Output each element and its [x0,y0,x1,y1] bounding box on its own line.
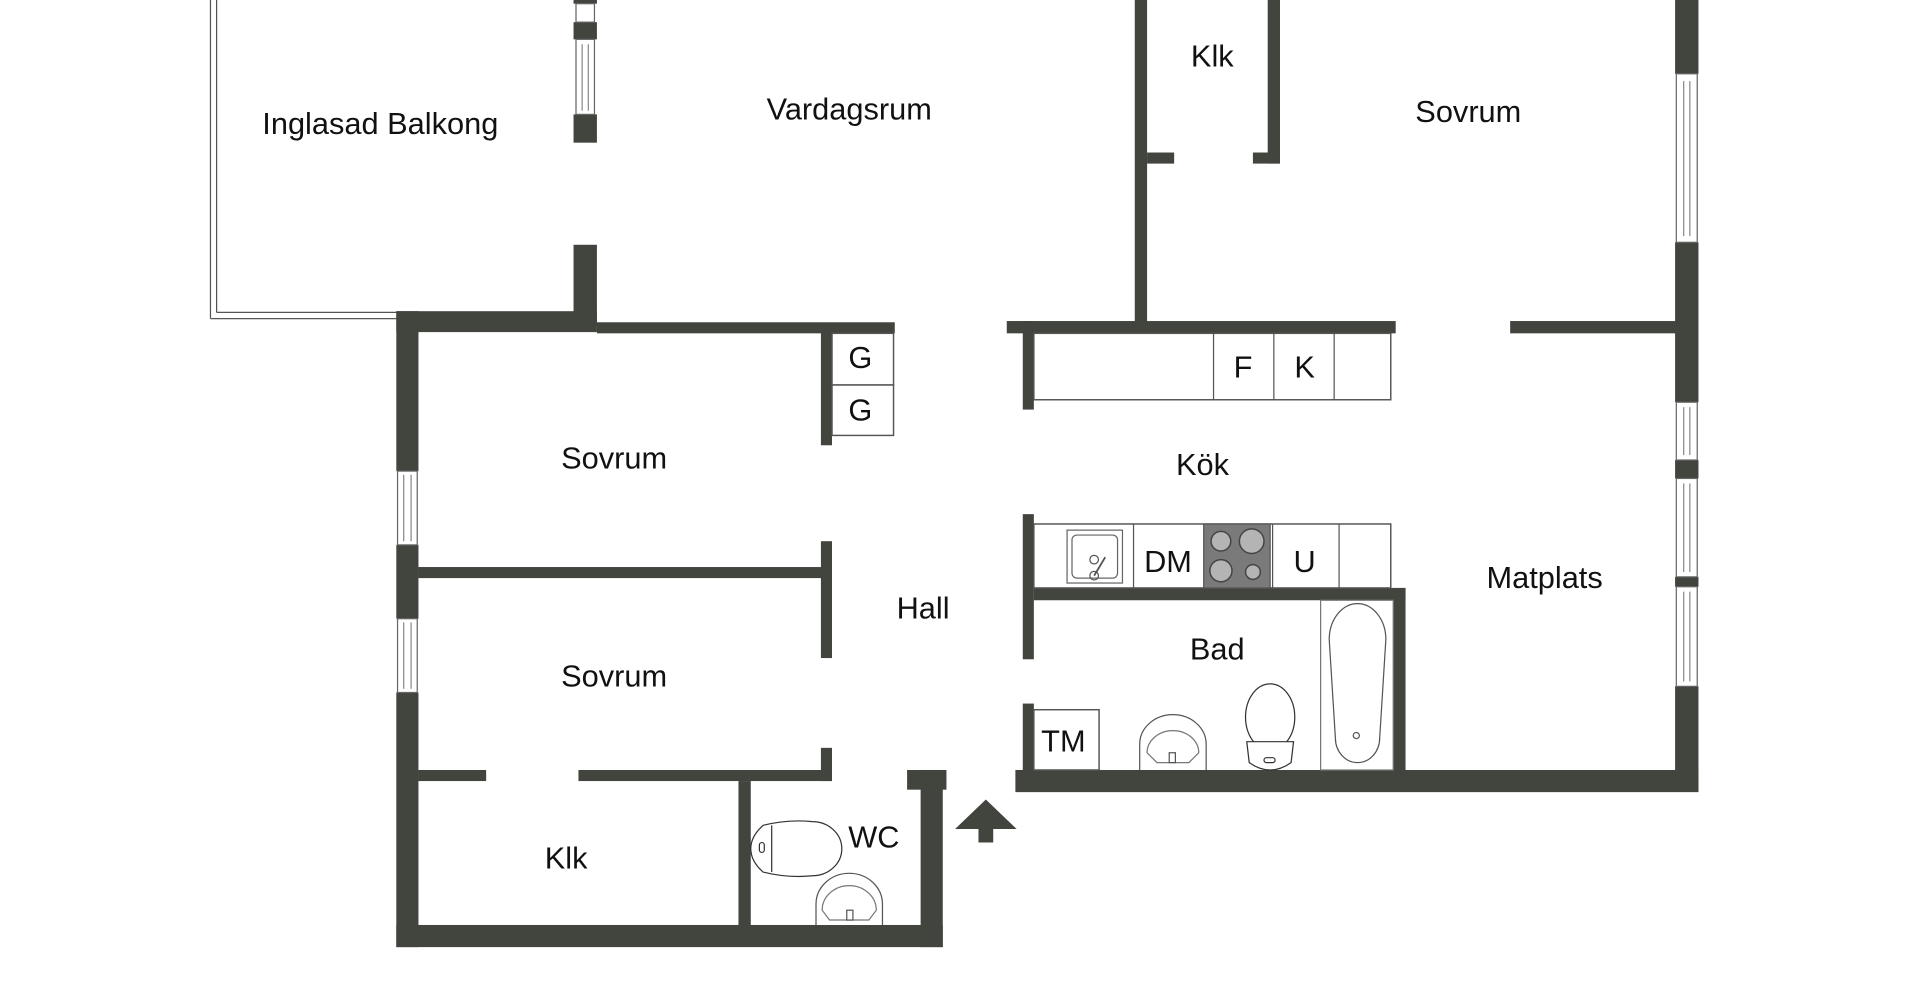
wardrobes: G G [831,332,895,437]
room-label-bedroom-1: Sovrum [561,441,667,476]
kitchen-counter-lower: DM U [1033,523,1392,589]
windows [396,3,1698,694]
room-labels: Inglasad Balkong Vardagsrum Klk Sovrum S… [262,38,1602,875]
room-label-bedroom-2: Sovrum [561,658,667,693]
wardrobe-1-label: G [848,340,872,375]
walls [396,0,1699,948]
toilet-icon [1244,683,1296,771]
room-label-bath: Bad [1190,631,1245,666]
oven-label: U [1294,544,1316,579]
kitchen-counter-upper: F K [1033,332,1392,401]
room-label-dining: Matplats [1486,560,1602,595]
sink-icon [1066,529,1124,584]
room-label-balcony: Inglasad Balkong [262,106,498,141]
room-label-kitchen: Kök [1176,447,1230,482]
wc-fixtures [750,820,884,925]
freezer-label: K [1294,350,1315,385]
fridge-label: F [1234,350,1253,385]
wc-washbasin-icon [815,872,884,925]
dishwasher-label: DM [1144,544,1192,579]
wc-toilet-icon [750,820,843,878]
balcony-glazing [209,0,398,320]
entrance-arrow-icon [955,799,1017,843]
bathtub-icon [1320,599,1394,771]
washing-machine-label: TM [1041,724,1085,759]
washing-machine [1033,708,1100,771]
room-label-closet-top: Klk [1191,38,1234,73]
room-label-wc: WC [848,819,899,854]
wardrobe-2-label: G [848,393,872,428]
room-label-bedroom-top-right: Sovrum [1415,94,1521,129]
washbasin-icon [1139,714,1207,770]
wardrobe-2 [831,384,895,437]
room-label-hall: Hall [897,591,950,626]
stove-icon [1203,523,1271,589]
room-label-closet-bottom: Klk [545,840,588,875]
bathroom-fixtures: TM [1033,599,1394,771]
room-label-living: Vardagsrum [767,91,932,126]
